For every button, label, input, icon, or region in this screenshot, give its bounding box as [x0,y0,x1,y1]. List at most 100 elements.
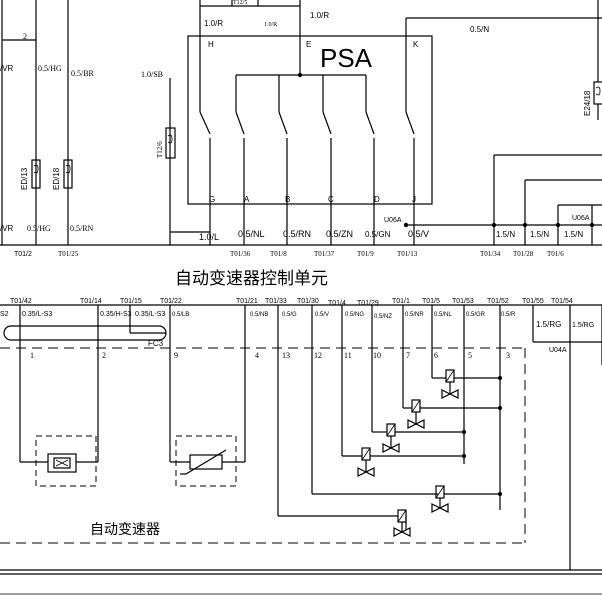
wire-lb: 0.5/LB [172,312,189,318]
t12-6-label: T12/6 [156,141,164,158]
ecu-pin-t01-9: T01/9 [357,250,374,258]
wire-rg-a: 1.5/RG [536,320,561,329]
psa-switch-box: PSA H E K G A B C D J [187,35,433,232]
wire-s2: S2 [0,311,9,318]
trans-pin-4: 4 [255,351,259,360]
wire-gr: 0.5/GR [466,312,486,318]
wire-15n-c: 1.5/N [564,230,583,239]
wire-rg-b: 1.5/RG [572,322,594,329]
psa-pin-b: B [285,195,290,204]
psa-pin-a: A [244,195,250,204]
trans-pin-12: 12 [314,351,322,360]
wire-nr: 0.5/NR [405,312,424,318]
wire-1l: 1.0/L [199,232,219,242]
u04a-label: U04A [549,347,567,354]
ecu-pin-t01-1: T01/1 [392,298,410,305]
wire-br-label: 0.5/BR [71,69,95,78]
solenoid-valve-icon-11 [357,447,375,477]
psa-pin-h: H [208,40,214,49]
trans-pin-6: 6 [434,351,438,360]
wire-ls3b: 0.35/L-S3 [135,311,165,318]
ecu-pin-t01-53: T01/53 [452,298,474,305]
pin-2-label: 2 [23,32,27,41]
ecu-pin-t01-13: T01/13 [397,250,418,258]
t12-5-label: T12/5 [233,0,247,6]
ecu-pin-t01-5: T01/5 [422,298,440,305]
ecu-pin-t01-34: T01/34 [480,250,501,258]
wire-ng: 0.5/NG [345,312,364,318]
ecu-pin-t01-30: T01/30 [297,298,319,305]
psa-pin-g: G [209,195,215,204]
trans-pin-9: 9 [174,351,178,360]
ecu-pin-t01-15: T01/15 [120,298,142,305]
psa-output-wires: 1.0/L 0.5/NL 0.5/RN 0.5/ZN 0.5/GN 0.5/V … [170,215,602,245]
ed18-label: ED/18 [52,167,61,190]
temperature-sensor-icon [170,435,245,487]
ecu-pin-t01-29: T01/29 [357,300,379,307]
wire-ls3: 0.35/L-S3 [22,311,52,318]
transmission-box: 自动变速器 1 2 9 4 13 12 11 10 7 6 5 3 [0,347,526,544]
ecu-pin-t01-28: T01/28 [513,250,534,258]
psa-label: PSA [320,43,373,73]
ecu-pin-t01-22: T01/22 [160,298,182,305]
ecu-pin-t01-25: T01/25 [58,250,79,258]
trans-pin-3: 3 [506,351,510,360]
wire-05n-label: 0.5/N [470,25,489,34]
u06a-label-2: U06A [572,215,590,222]
wire-v-b: 0.5/V [315,312,329,318]
transmission-title: 自动变速器 [90,522,160,538]
ecu-pin-t01-42: T01/42 [10,298,32,305]
wire-nb: 0.5/NB [250,312,268,318]
wire-r: 0.5/R [501,312,516,318]
trans-pin-2: 2 [102,351,106,360]
wire-rn-label: 0.5/RN [70,224,94,233]
ecu-pin-t01-21: T01/21 [236,298,258,305]
wire-hg-label: 0.5/HG [38,64,62,73]
wire-1r-c: 1.0/R [310,11,329,20]
psa-pin-d: D [374,195,380,204]
solenoid-valve-icon-12 [431,485,449,513]
ecu-pin-t01-54: T01/54 [551,298,573,305]
solenoid-valve-icon-10 [382,423,400,453]
ecu-output-wires: S2 0.35/L-S3 0.35/H-S3 0.35/L-S3 FC3 0.5… [0,305,602,570]
wire-gn: 0.5/GN [365,230,391,239]
wire-v: 0.5/V [408,229,429,239]
wire-g: 0.5/G [282,312,297,318]
speed-sensor-icon [20,435,98,487]
wire-15n-a: 1.5/N [496,230,515,239]
fc3-label: FC3 [148,339,164,348]
ecu-pin-t01-52: T01/52 [487,298,509,305]
ecu-pin-t01-8: T01/8 [270,250,287,258]
ecu-pin-t01-55: T01/55 [522,298,544,305]
wire-nl-b: 0.5/NL [434,312,452,318]
ecu-pin-t01-2: T01/2 [14,251,32,258]
top-wiring: 2 /VR 0.5/HG 0.5/BR 1.0/SB ED/13 ED/18 /… [0,0,602,245]
wire-1r-a: 1.0/R [204,19,223,28]
bottom-frame [0,569,602,595]
trans-pin-11: 11 [344,351,352,360]
wire-zn: 0.5/ZN [326,229,353,239]
wire-hg2-label: 0.5/HG [27,224,51,233]
ecu-pin-t01-4: T01/4 [328,300,346,307]
solenoid-valve-icon-6 [441,369,459,399]
wire-vr2-label: /VR [0,224,14,233]
trans-pin-5: 5 [468,351,472,360]
wire-hs3: 0.35/H-S3 [100,311,132,318]
u06a-label-1: U06A [384,217,402,224]
ecu-pin-t01-6: T01/6 [547,250,564,258]
trans-pin-1: 1 [30,351,34,360]
ecu-pin-t01-36: T01/36 [230,250,251,258]
solenoid-valve-icon-13 [393,509,411,537]
e24-18-label: E24/18 [583,90,592,116]
psa-pin-k: K [413,40,419,49]
ecu-unit: 自动变速器控制单元 T01/2 T01/25 T01/36 T01/8 T01/… [0,244,602,307]
ecu-pin-t01-14: T01/14 [80,298,102,305]
wire-1r-b: 1.0/R [264,22,277,28]
trans-pin-13: 13 [282,351,290,360]
trans-pin-10: 10 [373,351,381,360]
wire-rn: 0.5/RN [283,229,311,239]
trans-pin-7: 7 [406,351,410,360]
wire-sb-label: 1.0/SB [141,70,163,79]
